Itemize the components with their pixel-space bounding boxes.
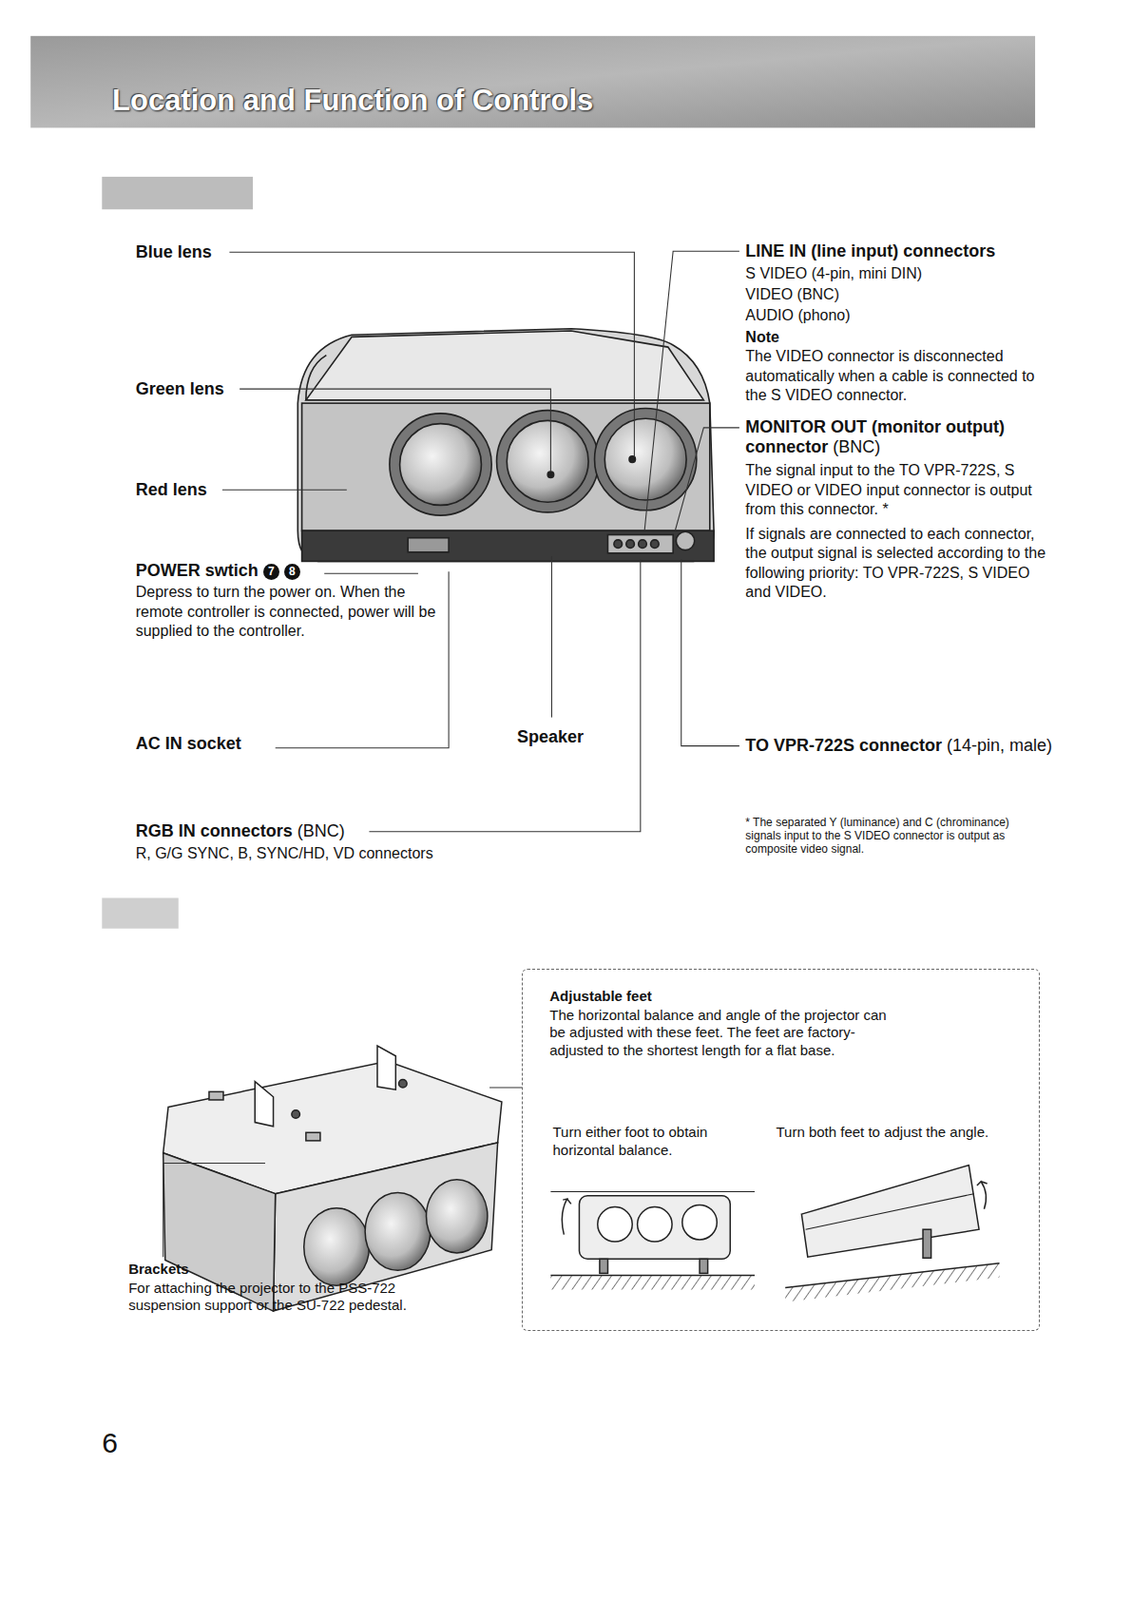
label-text: The VIDEO connector is disconnected auto… [745,347,1035,403]
projector-front [297,328,714,562]
label-text: (BNC) [832,437,881,457]
callout-number: 7 [263,563,280,580]
label-block: VIDEO (BNC) [745,285,840,304]
label-text: AC IN socket [135,733,242,753]
label-text: Depress to turn the power on. When the r… [135,583,437,639]
label-block: AC IN socket [135,732,242,754]
label-text: For attaching the projector to the PSS-7… [128,1279,407,1314]
label-text: Note [745,328,780,346]
label-block: The VIDEO connector is disconnected auto… [745,346,1047,406]
label-block: POWER swtich78 [135,559,301,581]
label-block: The signal input to the TO VPR-722S, S V… [745,460,1047,520]
label-block: RGB IN connectors(BNC) [135,820,346,842]
label-text: Green lens [135,379,225,399]
leader-line [163,1087,523,1257]
section-band [101,176,253,210]
projector-bottom [163,1045,502,1311]
label-text: RGB IN connectors [135,821,293,841]
label-text: R, G/G SYNC, B, SYNC/HD, VD connectors [135,844,434,862]
label-text: POWER swtich [135,560,259,580]
label-text: Brackets [128,1260,189,1277]
label-block: Note [745,327,780,346]
label-block: Red lens [135,479,208,500]
label-text: S VIDEO (4-pin, mini DIN) [745,265,922,282]
label-block: Brackets [128,1260,189,1278]
label-block: TO VPR-722S connector(14-pin, male) [745,734,1053,756]
info-box: Adjustable feetThe horizontal balance an… [521,968,1040,1331]
section-band [101,898,178,929]
label-text: VIDEO (BNC) [745,286,840,303]
label-text: If signals are connected to each connect… [745,525,1046,601]
callout-number: 8 [284,563,301,580]
label-block: Depress to turn the power on. When the r… [135,582,438,642]
label-text: 6 [101,1426,118,1459]
label-text: TO VPR-722S connector [745,735,942,755]
label-block: LINE IN (line input) connectors [745,240,996,262]
label-text: Blue lens [135,242,212,262]
label-text: Speaker [517,727,584,747]
label-block: For attaching the projector to the PSS-7… [128,1279,424,1315]
label-block: If signals are connected to each connect… [745,524,1047,603]
label-text: LINE IN (line input) connectors [745,241,996,261]
label-block: R, G/G SYNC, B, SYNC/HD, VD connectors [135,844,434,863]
label-text: (BNC) [297,821,346,841]
box-text: The horizontal balance and angle of the … [549,1006,902,1060]
box-text: Turn both feet to adjust the angle. [775,1123,1031,1142]
label-block: AUDIO (phono) [745,306,850,325]
label-block: Blue lens [135,241,212,263]
label-text: * The separated Y (luminance) and C (chr… [745,815,1009,856]
leader-line [222,250,740,832]
title-band [30,36,1036,129]
box-text: Turn either foot to obtain horizontal ba… [552,1123,736,1159]
label-block: * The separated Y (luminance) and C (chr… [745,815,1041,856]
label-text: AUDIO (phono) [745,306,850,324]
feet-figure [550,1165,999,1303]
label-block: Green lens [135,378,225,400]
label-block: 6 [101,1425,118,1460]
label-text: Red lens [135,479,208,499]
label-text: (14-pin, male) [946,735,1053,755]
page-title: Location and Function of Controls [112,83,594,118]
label-block: S VIDEO (4-pin, mini DIN) [745,264,922,283]
label-text: The signal input to the TO VPR-722S, S V… [745,461,1032,518]
label-block: MONITOR OUT (monitor output) connector(B… [745,417,1041,458]
label-block: Speaker [517,726,584,748]
box-heading: Adjustable feet [549,987,856,1005]
